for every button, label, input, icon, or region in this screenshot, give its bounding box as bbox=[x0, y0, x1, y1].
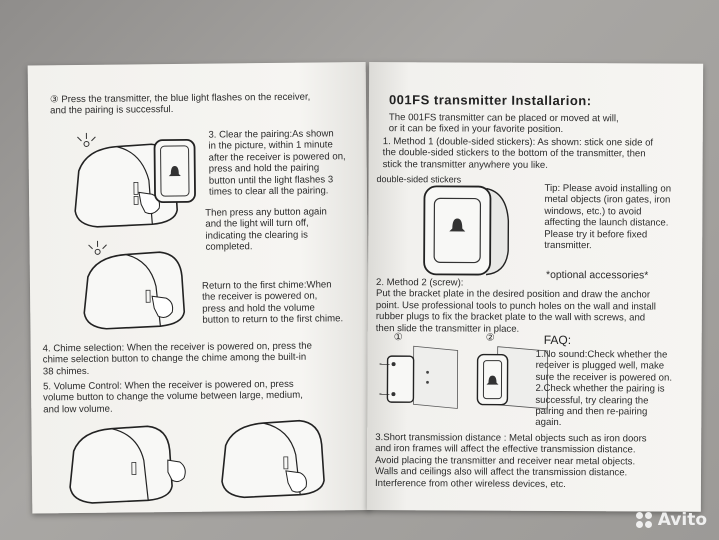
receiver-chime-illustration bbox=[69, 425, 186, 504]
faq-distance-text: 3.Short transmission distance : Metal ob… bbox=[374, 432, 647, 490]
installation-title: 001FS transmitter Installarion: bbox=[388, 92, 592, 109]
bracket-plate-illustration bbox=[379, 345, 459, 409]
faq-title: FAQ: bbox=[543, 332, 572, 348]
light-rays-icon bbox=[88, 240, 107, 255]
transmitter-sticker-illustration bbox=[423, 185, 510, 276]
return-first-chime-text: Return to the first chime:When the recei… bbox=[201, 279, 344, 326]
right-page: 001FS transmitter Installarion: The 001F… bbox=[366, 62, 704, 512]
method2-text: 2. Method 2 (screw): Put the bracket pla… bbox=[375, 277, 656, 335]
light-rays-icon bbox=[77, 132, 96, 147]
bell-icon bbox=[486, 375, 499, 385]
intro-text: The 001FS transmitter can be placed or m… bbox=[388, 112, 619, 136]
watermark-text: Avito bbox=[657, 510, 707, 530]
chime-selection-text: 4. Chime selection: When the receiver is… bbox=[42, 340, 312, 378]
receiver-volume-illustration bbox=[221, 419, 325, 499]
receiver-clearing-illustration bbox=[83, 240, 186, 330]
press-any-button-text: Then press any button again and the ligh… bbox=[205, 206, 327, 253]
avito-logo-icon bbox=[635, 512, 654, 528]
clear-pairing-text: 3. Clear the pairing:As shown in the pic… bbox=[208, 128, 346, 198]
bell-icon bbox=[449, 218, 466, 232]
faq-answers-text: 1.No sound:Check whether the receiver is… bbox=[535, 348, 673, 429]
pressing-finger-icon bbox=[151, 295, 174, 318]
pressing-finger-icon bbox=[167, 459, 186, 483]
pressing-finger-icon bbox=[285, 470, 307, 493]
transmitter-illustration bbox=[153, 138, 196, 204]
avito-watermark: Avito bbox=[635, 510, 707, 530]
tip-text: Tip: Please avoid installing on metal ob… bbox=[544, 182, 672, 252]
instruction-booklet: ③ Press the transmitter, the blue light … bbox=[27, 62, 704, 514]
method1-text: 1. Method 1 (double-sided stickers): As … bbox=[382, 136, 654, 171]
step3-text: ③ Press the transmitter, the blue light … bbox=[49, 91, 311, 117]
transmitter-on-wall-illustration bbox=[476, 346, 549, 410]
bell-icon bbox=[168, 166, 181, 177]
left-page: ③ Press the transmitter, the blue light … bbox=[27, 62, 371, 514]
